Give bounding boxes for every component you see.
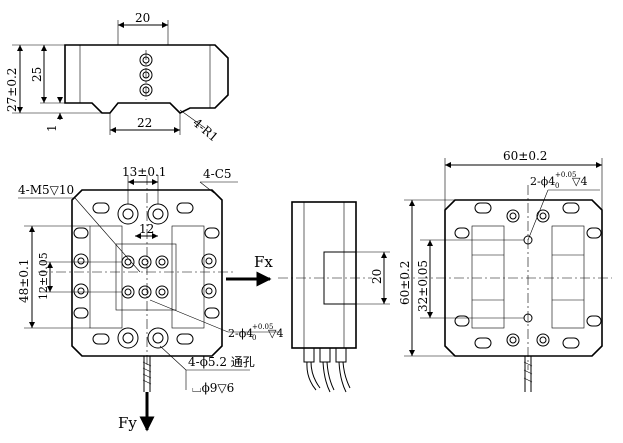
front-view: 13±0.1 4-C5 4-M5▽10 12 48±0.1 12±0.05 2-… [17,165,283,432]
front-inner-holes [121,255,169,299]
front-pin-holes-label: 2-ϕ4 [228,327,253,340]
top-width-label: 20 [135,11,150,25]
front-pin-depth: ▽4 [268,327,283,340]
side-height-label: 20 [370,269,384,284]
right-pin-depth: ▽4 [572,175,587,188]
right-corner-slots [454,202,602,349]
front-pin-tol-upper: +0.05 [252,323,273,331]
front-pin-tol-lower: 0 [252,334,256,342]
right-pin-tol-lower: 0 [555,182,559,190]
counterbore-label: ⌴ϕ9▽6 [192,381,234,395]
inner-spacing-label: 12 [139,222,154,236]
corner-radius-label: 4-R1 [190,116,221,145]
front-corner-slots [73,202,220,345]
right-height-label: 60±0.2 [398,261,412,305]
right-width-label: 60±0.2 [503,149,547,163]
hole-spacing-label: 13±0.1 [122,165,166,179]
right-view: 60±0.2 2-ϕ4 +0.05 0 ▽4 60±0.2 32±0.05 [398,149,612,392]
front-inner-height-label: 12±0.05 [37,252,50,300]
threaded-holes-label: 4-M5▽10 [18,183,74,197]
right-holes [506,209,550,347]
chamfer-label: 4-C5 [203,167,232,181]
through-holes-label: 4-ϕ5.2 通孔 [188,355,255,369]
right-pin-holes-label: 2-ϕ4 [530,175,555,188]
right-pin-tol-upper: +0.05 [555,171,576,179]
front-side-holes [73,253,217,299]
top-view: 20 27±0.2 25 1 22 4-R1 [5,11,229,145]
top-bottom-width-label: 22 [137,116,152,130]
right-inner-height-label: 32±0.05 [416,260,430,312]
top-body-height-label: 25 [30,67,44,82]
top-height-label: 27±0.2 [5,68,19,112]
front-height-label: 48±0.1 [17,259,31,303]
top-gap-label: 1 [45,124,59,132]
side-view: 20 [278,201,390,393]
force-y-label: Fy [118,414,137,432]
force-x-label: Fx [254,253,273,271]
